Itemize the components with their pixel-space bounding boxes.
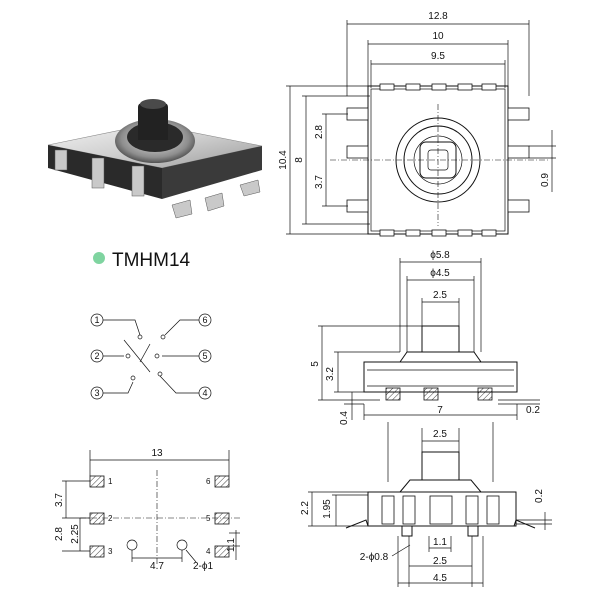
footprint-pin-4: 4 bbox=[206, 547, 211, 556]
dim-footprint-lower-pitch: 2.8 bbox=[54, 527, 65, 541]
dim-front-hole-gap: 1.1 bbox=[433, 537, 447, 548]
dim-side-outer-diameter: ϕ5.8 bbox=[430, 250, 450, 261]
side-view bbox=[318, 258, 540, 420]
top-view bbox=[286, 20, 556, 237]
dim-footprint-width: 13 bbox=[151, 448, 163, 459]
product-name: TMHM14 bbox=[112, 250, 191, 271]
dim-side-height: 5 bbox=[310, 361, 321, 367]
dim-top-body-width: 10 bbox=[432, 31, 444, 42]
dim-footprint-holes: 2-ϕ1 bbox=[193, 561, 213, 572]
dim-side-lead-thickness: 0.2 bbox=[526, 405, 540, 416]
schematic-pin-3: 3 bbox=[94, 388, 99, 398]
dim-side-body-height: 3.2 bbox=[325, 367, 336, 381]
front-view bbox=[308, 422, 552, 587]
pcb-footprint bbox=[62, 450, 240, 565]
dim-front-body-height: 1.95 bbox=[322, 499, 333, 519]
dim-front-height: 2.2 bbox=[300, 501, 311, 515]
dim-top-overall-height: 10.4 bbox=[278, 150, 289, 170]
schematic-pin-4: 4 bbox=[202, 388, 207, 398]
dim-side-body-width: 7 bbox=[437, 405, 443, 416]
schematic-pin-2: 2 bbox=[94, 351, 99, 361]
dim-top-body-height: 8 bbox=[294, 157, 305, 163]
dim-front-hole-pitch: 2.5 bbox=[433, 556, 447, 567]
dim-top-overall-width: 12.8 bbox=[428, 11, 448, 22]
switch-schematic bbox=[90, 313, 212, 400]
footprint-pin-6: 6 bbox=[206, 477, 211, 486]
schematic-pin-1: 1 bbox=[94, 315, 99, 325]
dim-side-standoff: 0.4 bbox=[339, 411, 350, 425]
dim-top-pitch-lower: 3.7 bbox=[314, 175, 325, 189]
dim-front-overall: 4.5 bbox=[433, 573, 447, 584]
dim-footprint-pad-height: 1.1 bbox=[226, 538, 237, 552]
footprint-pin-5: 5 bbox=[206, 514, 211, 523]
dim-top-pin-width: 0.9 bbox=[540, 173, 551, 187]
product-dot bbox=[93, 252, 105, 264]
dim-top-pitch-upper: 2.8 bbox=[314, 125, 325, 139]
schematic-pin-5: 5 bbox=[202, 351, 207, 361]
schematic-pin-6: 6 bbox=[202, 315, 207, 325]
dim-side-stem-width: 2.5 bbox=[433, 290, 447, 301]
dim-footprint-hole-pitch: 4.7 bbox=[150, 561, 164, 572]
dim-side-inner-diameter: ϕ4.5 bbox=[430, 268, 450, 279]
dim-front-stem-width: 2.5 bbox=[433, 429, 447, 440]
footprint-pin-3: 3 bbox=[108, 547, 113, 556]
dim-front-lead-thickness: 0.2 bbox=[534, 489, 545, 503]
dim-front-holes: 2-ϕ0.8 bbox=[360, 552, 389, 563]
product-photo bbox=[47, 99, 263, 219]
footprint-pin-2: 2 bbox=[108, 514, 113, 523]
footprint-pin-1: 1 bbox=[108, 477, 113, 486]
dim-footprint-pad-pitch: 3.7 bbox=[54, 493, 65, 507]
dim-top-pad-width: 9.5 bbox=[431, 51, 445, 62]
dim-footprint-hole-offset: 2.25 bbox=[70, 524, 81, 544]
